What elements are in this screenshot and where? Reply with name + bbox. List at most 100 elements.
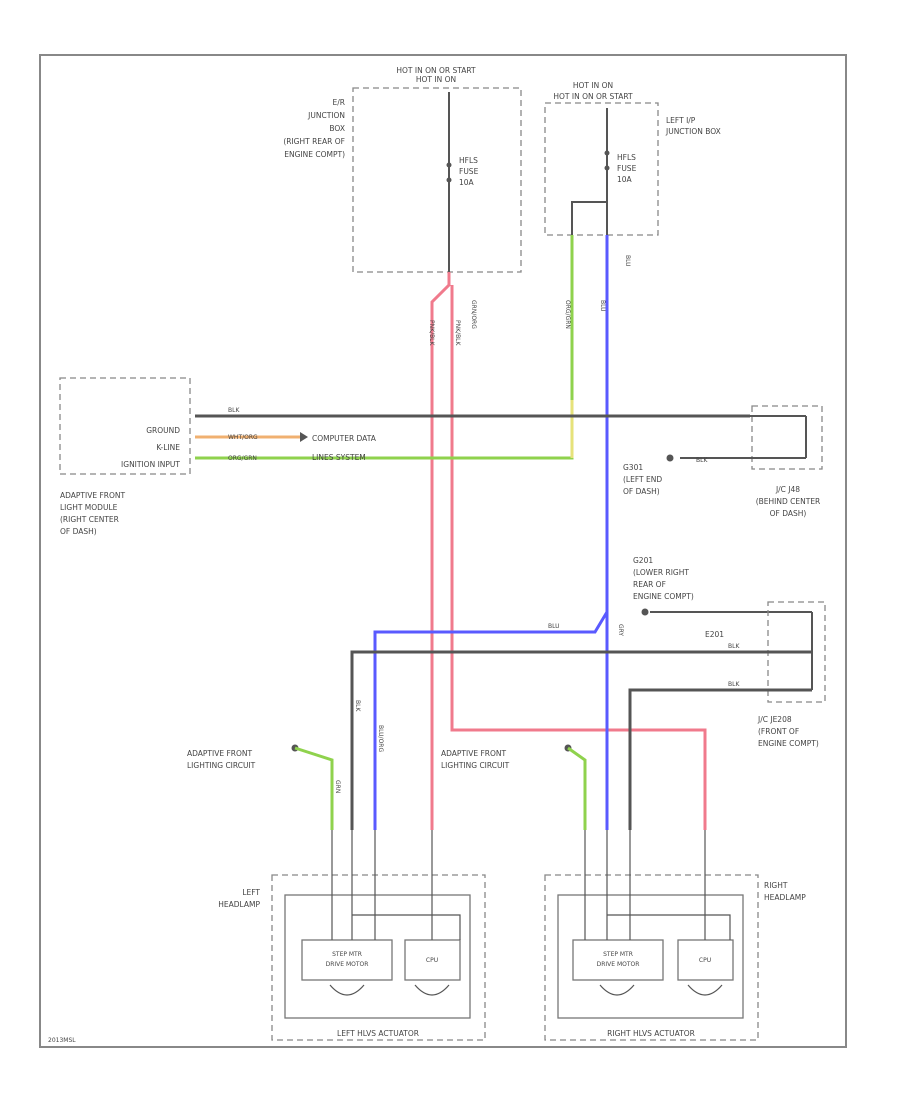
hot-in-on-label-2b: HOT IN ON OR START bbox=[553, 92, 633, 101]
wire-green-ignition bbox=[195, 235, 574, 460]
hot-in-on-label-1: HOT IN ON OR START bbox=[396, 66, 476, 75]
left-headlamp-label: LEFT HEADLAMP bbox=[218, 888, 260, 909]
svg-text:IGNITION INPUT: IGNITION INPUT bbox=[121, 460, 180, 469]
svg-text:DRIVE MOTOR: DRIVE MOTOR bbox=[326, 961, 369, 968]
wire-label-blu-org: BLU/ORG bbox=[377, 725, 384, 752]
svg-text:10A: 10A bbox=[459, 178, 475, 187]
diagram-frame bbox=[39, 54, 847, 1048]
svg-text:(LOWER RIGHT: (LOWER RIGHT bbox=[633, 568, 689, 577]
wire-green-afl-left bbox=[294, 746, 334, 830]
svg-text:LEFT: LEFT bbox=[242, 888, 260, 897]
svg-text:(BEHIND CENTER: (BEHIND CENTER bbox=[756, 497, 821, 506]
svg-text:LIGHT MODULE: LIGHT MODULE bbox=[60, 503, 118, 512]
svg-text:RIGHT: RIGHT bbox=[764, 881, 788, 890]
wire-label-blu2: BLU bbox=[548, 623, 560, 630]
svg-text:CPU: CPU bbox=[699, 957, 711, 964]
afl-circuit-1-label: ADAPTIVE FRONT LIGHTING CIRCUIT bbox=[187, 749, 256, 770]
right-headlamp bbox=[544, 874, 759, 1041]
wire-red-right bbox=[450, 285, 707, 830]
svg-text:G301: G301 bbox=[623, 463, 643, 472]
svg-text:LEFT I/P: LEFT I/P bbox=[666, 116, 696, 125]
svg-text:COMPUTER DATA: COMPUTER DATA bbox=[312, 434, 377, 443]
fuse-2-label: HFLS FUSE 10A bbox=[617, 153, 637, 184]
svg-text:ADAPTIVE FRONT: ADAPTIVE FRONT bbox=[187, 749, 253, 758]
figure-id: 2013MSL bbox=[48, 1037, 76, 1044]
svg-text:G201: G201 bbox=[633, 556, 653, 565]
svg-text:(LEFT END: (LEFT END bbox=[623, 475, 662, 484]
wire-red-left bbox=[430, 272, 451, 830]
wire-blue-main bbox=[373, 235, 609, 830]
svg-text:JUNCTION: JUNCTION bbox=[307, 111, 345, 120]
svg-text:HFLS: HFLS bbox=[617, 153, 636, 162]
svg-text:FUSE: FUSE bbox=[617, 164, 637, 173]
module-wire-label-org: ORG/GRN bbox=[228, 455, 257, 462]
svg-text:ADAPTIVE FRONT: ADAPTIVE FRONT bbox=[441, 749, 507, 758]
svg-text:HEADLAMP: HEADLAMP bbox=[218, 900, 260, 909]
svg-text:ENGINE COMPT): ENGINE COMPT) bbox=[284, 150, 345, 159]
svg-text:10A: 10A bbox=[617, 175, 633, 184]
wire-black-right bbox=[628, 688, 812, 830]
wire-green-afl-right bbox=[567, 746, 587, 830]
wire-label-blk: BLK bbox=[354, 700, 361, 712]
svg-text:(RIGHT CENTER: (RIGHT CENTER bbox=[60, 515, 119, 524]
right-headlamp-label: RIGHT HEADLAMP bbox=[764, 881, 806, 902]
svg-text:HEADLAMP: HEADLAMP bbox=[764, 893, 806, 902]
svg-text:HFLS: HFLS bbox=[459, 156, 478, 165]
svg-text:ENGINE COMPT): ENGINE COMPT) bbox=[758, 739, 819, 748]
wire-black-left bbox=[350, 650, 812, 830]
ground-g301-symbol bbox=[666, 454, 674, 462]
wire-label-pnk2: PNK/BLK bbox=[454, 320, 461, 347]
svg-text:ENGINE COMPT): ENGINE COMPT) bbox=[633, 592, 694, 601]
afl-circuit-2-label: ADAPTIVE FRONT LIGHTING CIRCUIT bbox=[441, 749, 510, 770]
jc-je208-label: J/C JE208 (FRONT OF ENGINE COMPT) bbox=[757, 715, 819, 748]
connector-pins bbox=[331, 830, 706, 870]
svg-text:STEP MTR: STEP MTR bbox=[332, 951, 362, 958]
svg-text:ADAPTIVE FRONT: ADAPTIVE FRONT bbox=[60, 491, 126, 500]
right-step-motor bbox=[572, 939, 664, 981]
svg-text:ORG/GRN: ORG/GRN bbox=[564, 300, 571, 329]
left-ip-jb-label: LEFT I/P JUNCTION BOX bbox=[665, 116, 721, 136]
svg-text:(FRONT OF: (FRONT OF bbox=[758, 727, 799, 736]
left-ip-junction-box bbox=[544, 102, 659, 236]
svg-text:J/C JE208: J/C JE208 bbox=[757, 715, 792, 724]
module-wire-label-blk: BLK bbox=[228, 407, 240, 414]
fuse-1-terminal-top bbox=[446, 162, 452, 168]
svg-text:BLU: BLU bbox=[599, 300, 606, 312]
e201-label: E201 bbox=[705, 630, 724, 639]
module-label: ADAPTIVE FRONT LIGHT MODULE (RIGHT CENTE… bbox=[60, 491, 126, 536]
svg-text:OF DASH): OF DASH) bbox=[623, 487, 660, 496]
left-actuator-label: LEFT HLVS ACTUATOR bbox=[337, 1029, 419, 1038]
svg-text:LIGHTING CIRCUIT: LIGHTING CIRCUIT bbox=[441, 761, 510, 770]
right-actuator-label: RIGHT HLVS ACTUATOR bbox=[607, 1029, 695, 1038]
fuse-1-terminal-bottom bbox=[446, 177, 452, 183]
ground-g201-symbol bbox=[641, 608, 649, 616]
computer-data-arrow bbox=[300, 432, 308, 442]
g301-label: G301 (LEFT END OF DASH) bbox=[623, 463, 662, 496]
ipdm-junction-box bbox=[352, 87, 522, 273]
hot-in-on-label-2: HOT IN ON bbox=[573, 81, 613, 90]
svg-text:(RIGHT REAR OF: (RIGHT REAR OF bbox=[283, 137, 345, 146]
left-headlamp bbox=[271, 874, 486, 1041]
svg-text:DRIVE MOTOR: DRIVE MOTOR bbox=[597, 961, 640, 968]
svg-text:GRY: GRY bbox=[617, 624, 624, 636]
svg-text:FUSE: FUSE bbox=[459, 167, 479, 176]
svg-text:BLK: BLK bbox=[728, 643, 740, 650]
svg-text:REAR OF: REAR OF bbox=[633, 580, 666, 589]
wire-label-pnk: PNK/BLK bbox=[428, 320, 435, 347]
wire-label-grn: GRN bbox=[334, 780, 341, 793]
left-step-motor bbox=[301, 939, 393, 981]
adaptive-front-light-module bbox=[59, 377, 191, 475]
svg-text:GROUND: GROUND bbox=[146, 426, 180, 435]
module-pin-labels: GROUND K-LINE IGNITION INPUT bbox=[121, 426, 180, 469]
svg-text:K-LINE: K-LINE bbox=[156, 443, 180, 452]
module-wire-label-wht: WHT/ORG bbox=[228, 434, 258, 441]
hot-in-on-label-1b: HOT IN ON bbox=[416, 75, 456, 84]
computer-data-label: COMPUTER DATA LINES SYSTEM bbox=[312, 434, 377, 462]
svg-text:JUNCTION BOX: JUNCTION BOX bbox=[665, 127, 721, 136]
ipdm-label: E/R JUNCTION BOX (RIGHT REAR OF ENGINE C… bbox=[283, 98, 345, 159]
jc-j48-label: J/C J48 (BEHIND CENTER OF DASH) bbox=[756, 485, 821, 518]
jc-j48 bbox=[751, 405, 823, 470]
svg-text:BLK: BLK bbox=[728, 681, 740, 688]
g201-label: G201 (LOWER RIGHT REAR OF ENGINE COMPT) bbox=[633, 556, 694, 601]
